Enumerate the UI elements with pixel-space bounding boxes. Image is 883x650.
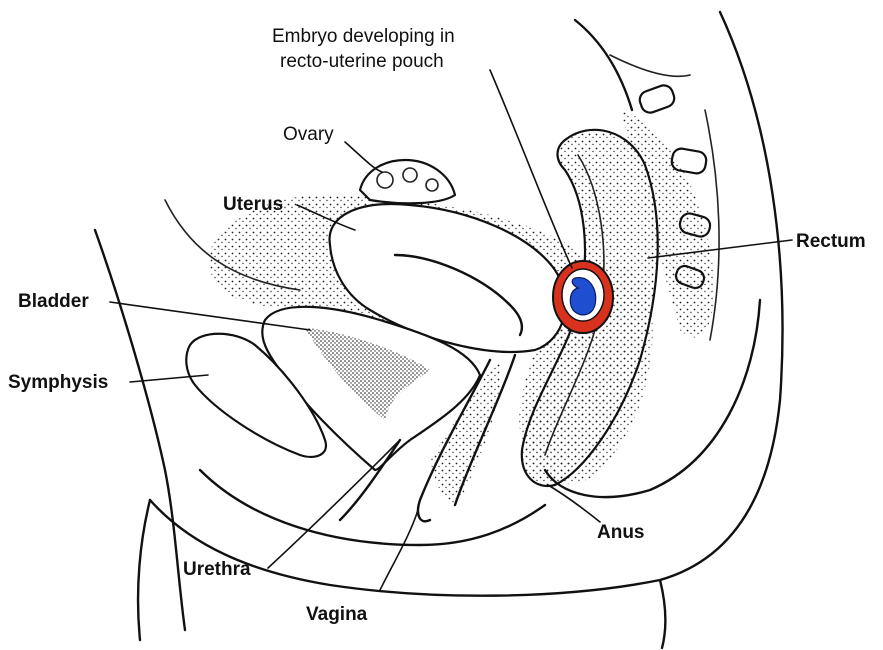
label-symphysis: Symphysis (8, 372, 108, 393)
leader-vagina (380, 510, 418, 590)
embryo-pouch (553, 261, 613, 333)
label-embryo-line2: recto-uterine pouch (280, 51, 444, 72)
label-urethra: Urethra (183, 559, 251, 580)
label-bladder: Bladder (18, 291, 89, 312)
label-uterus: Uterus (223, 194, 283, 215)
label-rectum: Rectum (796, 231, 866, 252)
label-embryo-line1: Embryo developing in (272, 26, 455, 47)
label-anus: Anus (597, 522, 645, 543)
leader-urethra (268, 440, 400, 568)
label-vagina: Vagina (306, 604, 368, 625)
leader-anus (548, 485, 600, 522)
label-ovary: Ovary (283, 124, 334, 145)
